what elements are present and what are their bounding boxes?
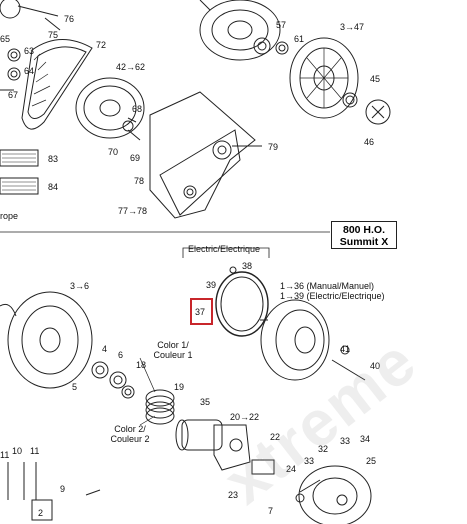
spring-19 (145, 389, 175, 425)
callout-57: 57 (276, 20, 287, 30)
cover-46 (365, 99, 391, 125)
callout-18: 18 (136, 360, 147, 370)
callout-34: 34 (360, 434, 371, 444)
callout-65: 65 (0, 34, 11, 44)
callout-24: 24 (286, 464, 297, 474)
callout-68: 68 (132, 104, 143, 114)
callout-42-62: 42→62 (116, 62, 146, 72)
washer-57 (253, 37, 271, 55)
callout-7: 7 (268, 506, 274, 516)
callout-72: 72 (96, 40, 107, 50)
washer-65 (7, 48, 21, 62)
electric-header: Electric/Electrique (188, 244, 261, 254)
callout-41: 41 (340, 344, 351, 354)
callout-39: 39 (206, 280, 217, 290)
callout-78: 78 (134, 176, 145, 186)
callout-77-78: 77→78 (118, 206, 148, 216)
callout-38: 38 (242, 261, 253, 271)
callout-3-47: 3→47 (340, 22, 365, 32)
ring-45 (342, 92, 358, 108)
decal-83 (0, 149, 39, 167)
callout-20-22: 20→22 (230, 412, 260, 422)
drive-gear-top (0, 0, 21, 19)
callout-40: 40 (370, 361, 381, 371)
callout-11-b: 11 (30, 446, 40, 456)
callout-19: 19 (174, 382, 185, 392)
callout-75: 75 (48, 30, 59, 40)
color1-line1: Color 1/ (157, 340, 189, 350)
weight-2 (31, 499, 53, 521)
callout-37: 37 (195, 307, 206, 317)
callout-23: 23 (228, 490, 239, 500)
driven-pulley-right (289, 37, 359, 119)
callout-2: 2 (38, 508, 44, 518)
rope-label: rope (0, 211, 19, 221)
callout-3-6: 3→6 (70, 281, 90, 291)
callout-46: 46 (364, 137, 375, 147)
decal-84 (0, 177, 39, 195)
color2-line2: Couleur 2 (110, 434, 150, 444)
callout-32: 32 (318, 444, 329, 454)
governor-cup (298, 465, 372, 524)
color1-line2: Couleur 1 (153, 350, 193, 360)
callout-61: 61 (294, 34, 305, 44)
callout-45: 45 (370, 74, 381, 84)
callout-83: 83 (48, 154, 59, 164)
ring-gear-37 (215, 271, 269, 337)
drive-clutch-right (260, 299, 330, 381)
callout-76: 76 (64, 14, 75, 24)
model-title: 800 H.O. (342, 224, 386, 236)
sleeve-35 (181, 419, 223, 451)
callout-11-a: 11 (0, 450, 10, 460)
driven-pulley-top (199, 0, 281, 61)
drive-belt (21, 39, 93, 130)
callout-22: 22 (270, 432, 281, 442)
belt-guard (149, 91, 256, 219)
callout-10: 10 (12, 446, 23, 456)
washer-64 (7, 67, 21, 81)
callout-33-a: 33 (304, 456, 315, 466)
callout-67: 67 (8, 90, 19, 100)
callout-33-b: 33 (340, 436, 351, 446)
callout-70: 70 (108, 147, 119, 157)
cam-20 (213, 424, 251, 471)
model-title-box: 800 H.O. Summit X (331, 221, 397, 249)
callout-84: 84 (48, 182, 59, 192)
model-subtitle: Summit X (339, 236, 389, 248)
callout-9: 9 (60, 484, 66, 494)
color2-line1: Color 2/ (114, 424, 146, 434)
callout-4: 4 (102, 344, 108, 354)
note-manual: 1→36 (Manual/Manuel) (280, 281, 375, 291)
callout-64: 64 (24, 66, 35, 76)
drive-pulley-left (7, 291, 93, 389)
bushing-24 (251, 459, 275, 475)
washer-61 (275, 41, 289, 55)
note-electric: 1→39 (Electric/Electrique) (280, 291, 385, 301)
callout-63: 63 (24, 46, 35, 56)
callout-6: 6 (118, 350, 124, 360)
callout-25: 25 (366, 456, 377, 466)
callout-69: 69 (130, 153, 141, 163)
highlight-box-37 (190, 298, 213, 325)
callout-35: 35 (200, 397, 211, 407)
callout-79: 79 (268, 142, 279, 152)
callout-5: 5 (72, 382, 78, 392)
sheave-left (75, 77, 145, 139)
